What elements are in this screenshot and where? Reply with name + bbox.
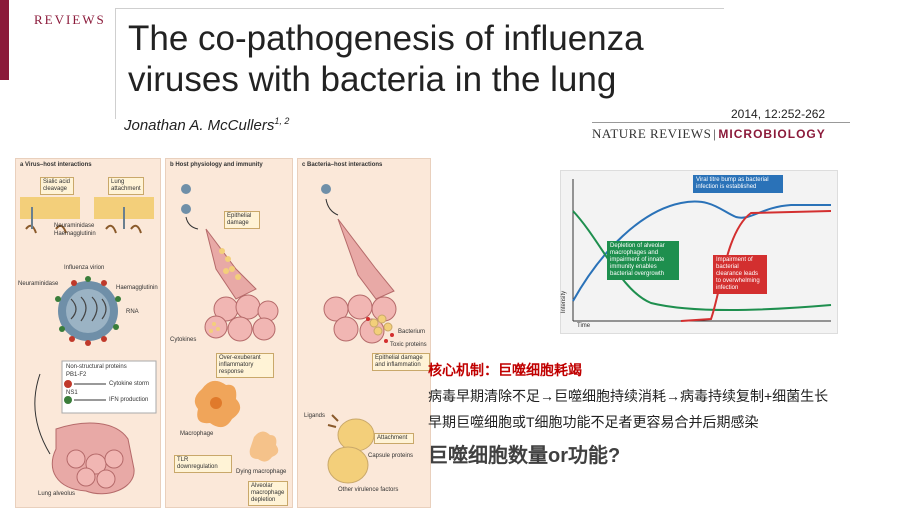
label-ifn-production: IFN production [109, 397, 149, 403]
citation: 2014, 12:252-262 [731, 107, 826, 121]
label-over-exuberant: Over-exuberant inflammatory response [216, 353, 274, 378]
graph-xlabel: Time [577, 323, 591, 329]
panel-a-illustration [20, 197, 157, 495]
label-lung-alveolus: Lung alveolus [38, 491, 76, 497]
label-pb1-f2: PB1-F2 [66, 372, 87, 378]
journal-right: MICROBIOLOGY [718, 127, 826, 141]
mechanism-title: 核心机制：巨噬细胞耗竭 [428, 362, 582, 378]
section-label: REVIEWS [34, 12, 106, 27]
label-epithelial-inflammation: Epithelial damage and inflammation [372, 353, 430, 371]
panel-a-title: a Virus–host interactions [20, 162, 92, 168]
label-lung-attachment: Lung attachment [108, 177, 144, 195]
journal-separator: | [713, 126, 717, 141]
label-epithelial-damage: Epithelial damage [224, 211, 260, 229]
article-title: The co-pathogenesis of influenza viruses… [128, 18, 728, 100]
callout-macrophage-depletion: Depletion of alveolar macrophages and im… [607, 241, 679, 280]
graph-plot [572, 179, 832, 322]
graph-ylabel: Intensity [561, 290, 568, 314]
callout-bacterial-clearance: Impairment of bacterial clearance leads … [713, 255, 767, 294]
label-ligands: Ligands [304, 413, 326, 419]
author: Jonathan A. McCullers1, 2 [124, 116, 289, 134]
label-ns1: NS1 [66, 390, 78, 396]
label-neuraminidase-top: Neuraminidase [54, 223, 95, 229]
label-haemagglutinin-top: Haemagglutinin [54, 231, 96, 237]
label-other-virulence: Other virulence factors [338, 487, 399, 493]
panel-b-illustration [181, 184, 279, 462]
accent-bar [0, 0, 9, 80]
label-attachment: Attachment [374, 433, 414, 444]
title-line-2: viruses with bacteria in the lung [128, 60, 617, 99]
author-name: Jonathan A. McCullers [124, 117, 275, 134]
journal-left: NATURE REVIEWS [592, 126, 712, 141]
key-question: 巨噬细胞数量or功能? [428, 445, 621, 467]
label-non-structural: Non-structural proteins [66, 364, 127, 370]
label-alveolar-depletion: Alveolar macrophage depletion [248, 481, 288, 506]
label-dying-macrophage: Dying macrophage [236, 469, 287, 475]
label-neuraminidase: Neuraminidase [18, 281, 59, 287]
panel-a: a Virus–host interactions Sialic acid cl… [15, 158, 161, 508]
journal-rule [592, 122, 850, 123]
panel-b: b Host physiology and immunity Epithelia… [165, 158, 293, 508]
panel-c: c Bacteria–host interactions Bacterium T… [297, 158, 431, 508]
mechanism-line-1: 病毒早期清除不足→巨噬细胞持续消耗→病毒持续复制+细菌生长 [428, 388, 829, 404]
label-capsule-proteins: Capsule proteins [368, 453, 414, 459]
series-immunity [572, 210, 832, 311]
infection-timeline-graph: Viral titre bump as bacterial infection … [560, 170, 838, 334]
label-tlr-downregulation: TLR downregulation [174, 455, 232, 473]
label-haemagglutinin: Haemagglutinin [116, 285, 158, 291]
journal-name: NATURE REVIEWS|MICROBIOLOGY [592, 126, 826, 142]
panel-c-illustration [321, 184, 397, 484]
panel-b-title: b Host physiology and immunity [170, 162, 263, 168]
label-sialic-cleavage: Sialic acid cleavage [40, 177, 74, 195]
mechanism-line-2: 早期巨噬细胞或T细胞功能不足者更容易合并后期感染 [428, 414, 759, 430]
label-toxic-proteins: Toxic proteins [390, 342, 427, 348]
callout-viral-bump: Viral titre bump as bacterial infection … [693, 175, 783, 193]
label-cytokines: Cytokines [170, 337, 197, 343]
label-rna: RNA [126, 309, 139, 315]
label-cytokine-storm: Cytokine storm [109, 381, 150, 387]
header-frame [115, 8, 724, 119]
panel-c-title: c Bacteria–host interactions [302, 162, 383, 168]
author-affiliations: 1, 2 [274, 116, 290, 126]
title-line-1: The co-pathogenesis of influenza [128, 19, 644, 58]
label-macrophage: Macrophage [180, 431, 214, 437]
label-bacterium: Bacterium [398, 329, 426, 335]
label-influenza-virion: Influenza virion [64, 265, 105, 271]
